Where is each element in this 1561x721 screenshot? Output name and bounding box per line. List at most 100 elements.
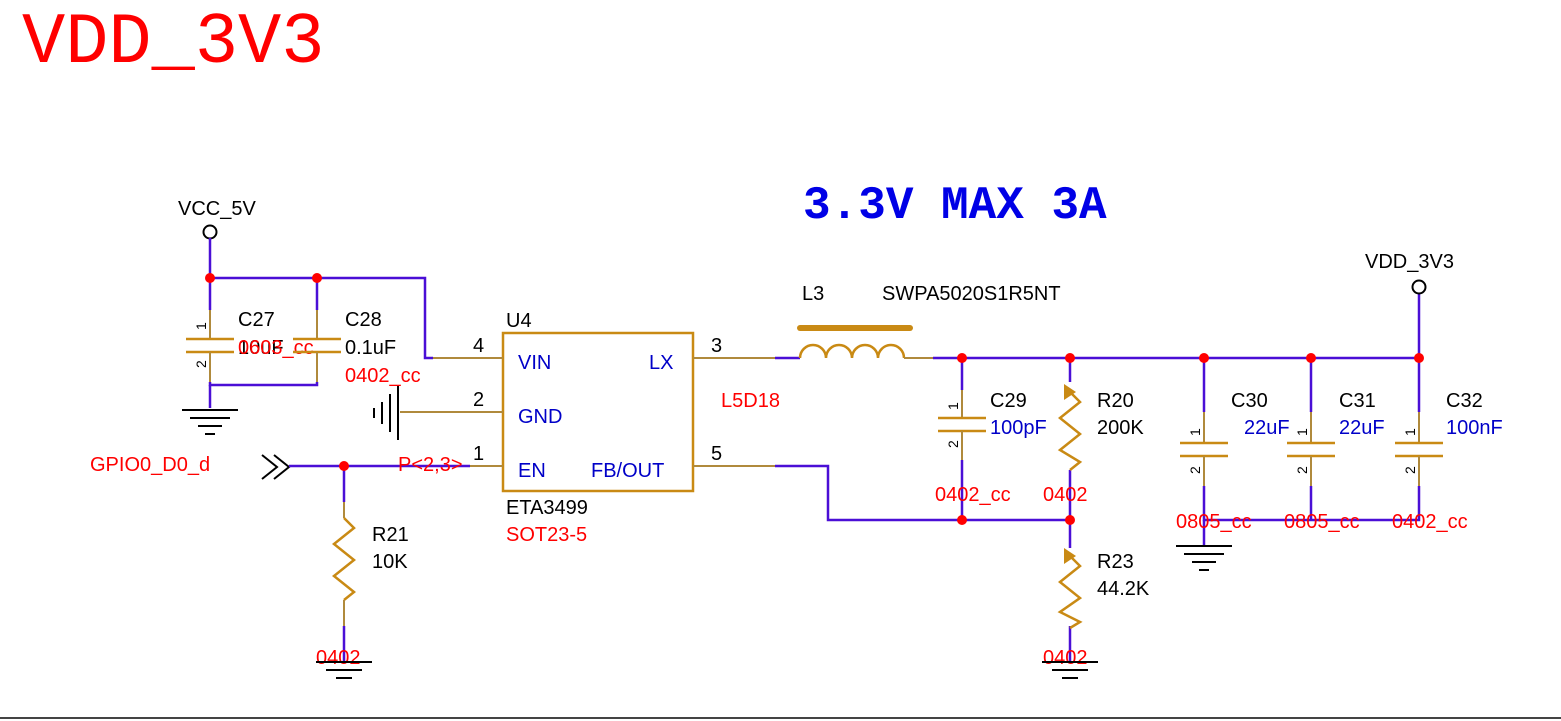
r21-footprint: 0402 xyxy=(316,647,361,669)
pin-number: 1 xyxy=(473,443,484,465)
ground-symbol-r21 xyxy=(316,661,372,679)
gpio-net-label: GPIO0_D0_d xyxy=(90,454,210,476)
ground-symbol-r23 xyxy=(1042,661,1098,679)
c29-ref: C29 xyxy=(990,390,1027,412)
junction-dot xyxy=(957,515,967,525)
junction-dot xyxy=(339,461,349,471)
c32-footprint: 0402_cc xyxy=(1392,511,1468,533)
r21-value: 10K xyxy=(372,551,408,573)
pin-label-vin: VIN xyxy=(518,352,551,374)
pin-number: 1 xyxy=(1187,428,1203,436)
c27-value: 10uF xyxy=(238,337,284,359)
capacitor-c29: 1 2 C29 100pF 0402_cc xyxy=(935,390,1047,506)
sheet-title: VDD_3V3 xyxy=(22,2,324,84)
resistor-body xyxy=(1057,391,1083,471)
gpio-port-ref: P<2,3> xyxy=(398,454,463,476)
r20-ref: R20 xyxy=(1097,390,1134,412)
r20-value: 200K xyxy=(1097,417,1144,439)
junction-dot xyxy=(1199,353,1209,363)
pin-number: 4 xyxy=(473,335,484,357)
c28-ref: C28 xyxy=(345,309,382,331)
pin-number: 2 xyxy=(1294,466,1310,474)
c30-ref: C30 xyxy=(1231,390,1268,412)
junction-dot xyxy=(1065,353,1075,363)
r23-ref: R23 xyxy=(1097,551,1134,573)
c27-ref: C27 xyxy=(238,309,275,331)
c31-value: 22uF xyxy=(1339,417,1385,439)
r23-value: 44.2K xyxy=(1097,578,1150,600)
pin-number: 2 xyxy=(1402,466,1418,474)
pin-number: 5 xyxy=(711,443,722,465)
pin-number: 2 xyxy=(473,389,484,411)
resistor-body xyxy=(1057,555,1083,630)
resistor-r23: R23 44.2K 0402 xyxy=(1043,548,1150,669)
pin-number: 1 xyxy=(1402,428,1418,436)
rail-heading: 3.3V MAX 3A xyxy=(803,180,1107,232)
c29-footprint: 0402_cc xyxy=(935,484,1011,506)
offpage-connector-icon xyxy=(261,454,291,480)
resistor-r20: R20 200K 0402 xyxy=(1043,384,1144,506)
c28-value: 0.1uF xyxy=(345,337,396,359)
pin-label-en: EN xyxy=(518,460,546,482)
power-port-circle xyxy=(202,224,218,240)
vcc-5v-port: VCC_5V xyxy=(178,198,256,278)
pin-label-fb: FB/OUT xyxy=(591,460,664,482)
l3-value: SWPA5020S1R5NT xyxy=(882,283,1061,305)
power-port-circle xyxy=(1411,279,1427,295)
junction-dot xyxy=(1065,515,1075,525)
resistor-r21: R21 10K 0402 xyxy=(316,502,409,669)
c32-value: 100nF xyxy=(1446,417,1503,439)
junction-dot xyxy=(1306,353,1316,363)
r23-footprint: 0402 xyxy=(1043,647,1088,669)
pin-number: 1 xyxy=(193,322,209,330)
ground-symbol-c27 xyxy=(182,409,238,435)
resistor-body xyxy=(331,517,357,601)
pin-number: 1 xyxy=(1294,428,1310,436)
pin-number: 2 xyxy=(193,360,209,368)
junction-dot xyxy=(205,273,215,283)
inductor-coil xyxy=(798,343,906,359)
capacitor-c28: C28 0.1uF 0402_cc xyxy=(293,309,421,387)
r20-footprint: 0402 xyxy=(1043,484,1088,506)
c29-value: 100pF xyxy=(990,417,1047,439)
u4-ref: U4 xyxy=(506,310,532,332)
capacitor-c27: 1 2 C27 10uF 0603_cc xyxy=(186,309,314,382)
c30-value: 22uF xyxy=(1244,417,1290,439)
pin-number: 2 xyxy=(1187,466,1203,474)
wire-c27-c28-bottom xyxy=(208,382,319,387)
vdd-3v3-port: VDD_3V3 xyxy=(1365,251,1454,295)
junction-dot xyxy=(1414,353,1424,363)
pin-label-lx: LX xyxy=(649,352,673,374)
l3-ref: L3 xyxy=(802,283,824,305)
vcc-5v-label: VCC_5V xyxy=(178,198,256,220)
ic-u4: U4 ETA3499 SOT23-5 4 VIN 2 GND 1 EN 3 LX… xyxy=(400,310,775,546)
gpio-input: GPIO0_D0_d P<2,3> xyxy=(90,454,470,502)
pin-number: 1 xyxy=(945,402,961,410)
u4-package: SOT23-5 xyxy=(506,524,587,546)
pin-number: 3 xyxy=(711,335,722,357)
vdd-3v3-label: VDD_3V3 xyxy=(1365,251,1454,273)
u4-part: ETA3499 xyxy=(506,497,588,519)
capacitor-c30: 1 2 C30 22uF 0805_cc xyxy=(1176,390,1290,533)
output-rail-wires xyxy=(775,294,1421,662)
inductor-l3: L3 SWPA5020S1R5NT L5D18 xyxy=(721,283,1061,412)
ground-symbol-output xyxy=(1176,545,1232,571)
c31-ref: C31 xyxy=(1339,390,1376,412)
wire-fb xyxy=(775,464,1070,522)
ground-symbol-u4 xyxy=(373,386,399,440)
l3-footprint: L5D18 xyxy=(721,390,780,412)
r21-ref: R21 xyxy=(372,524,409,546)
capacitor-c31: 1 2 C31 22uF 0805_cc xyxy=(1284,390,1385,533)
c31-footprint: 0805_cc xyxy=(1284,511,1360,533)
c32-ref: C32 xyxy=(1446,390,1483,412)
inductor-core xyxy=(797,325,913,331)
junction-dot xyxy=(957,353,967,363)
capacitor-c32: 1 2 C32 100nF 0402_cc xyxy=(1392,390,1503,533)
c30-footprint: 0805_cc xyxy=(1176,511,1252,533)
c28-footprint: 0402_cc xyxy=(345,365,421,387)
c27-footprint: 0603_cc xyxy=(238,337,314,359)
pin-number: 2 xyxy=(945,440,961,448)
junction-dots xyxy=(205,273,1424,525)
pin-label-gnd: GND xyxy=(518,406,562,428)
